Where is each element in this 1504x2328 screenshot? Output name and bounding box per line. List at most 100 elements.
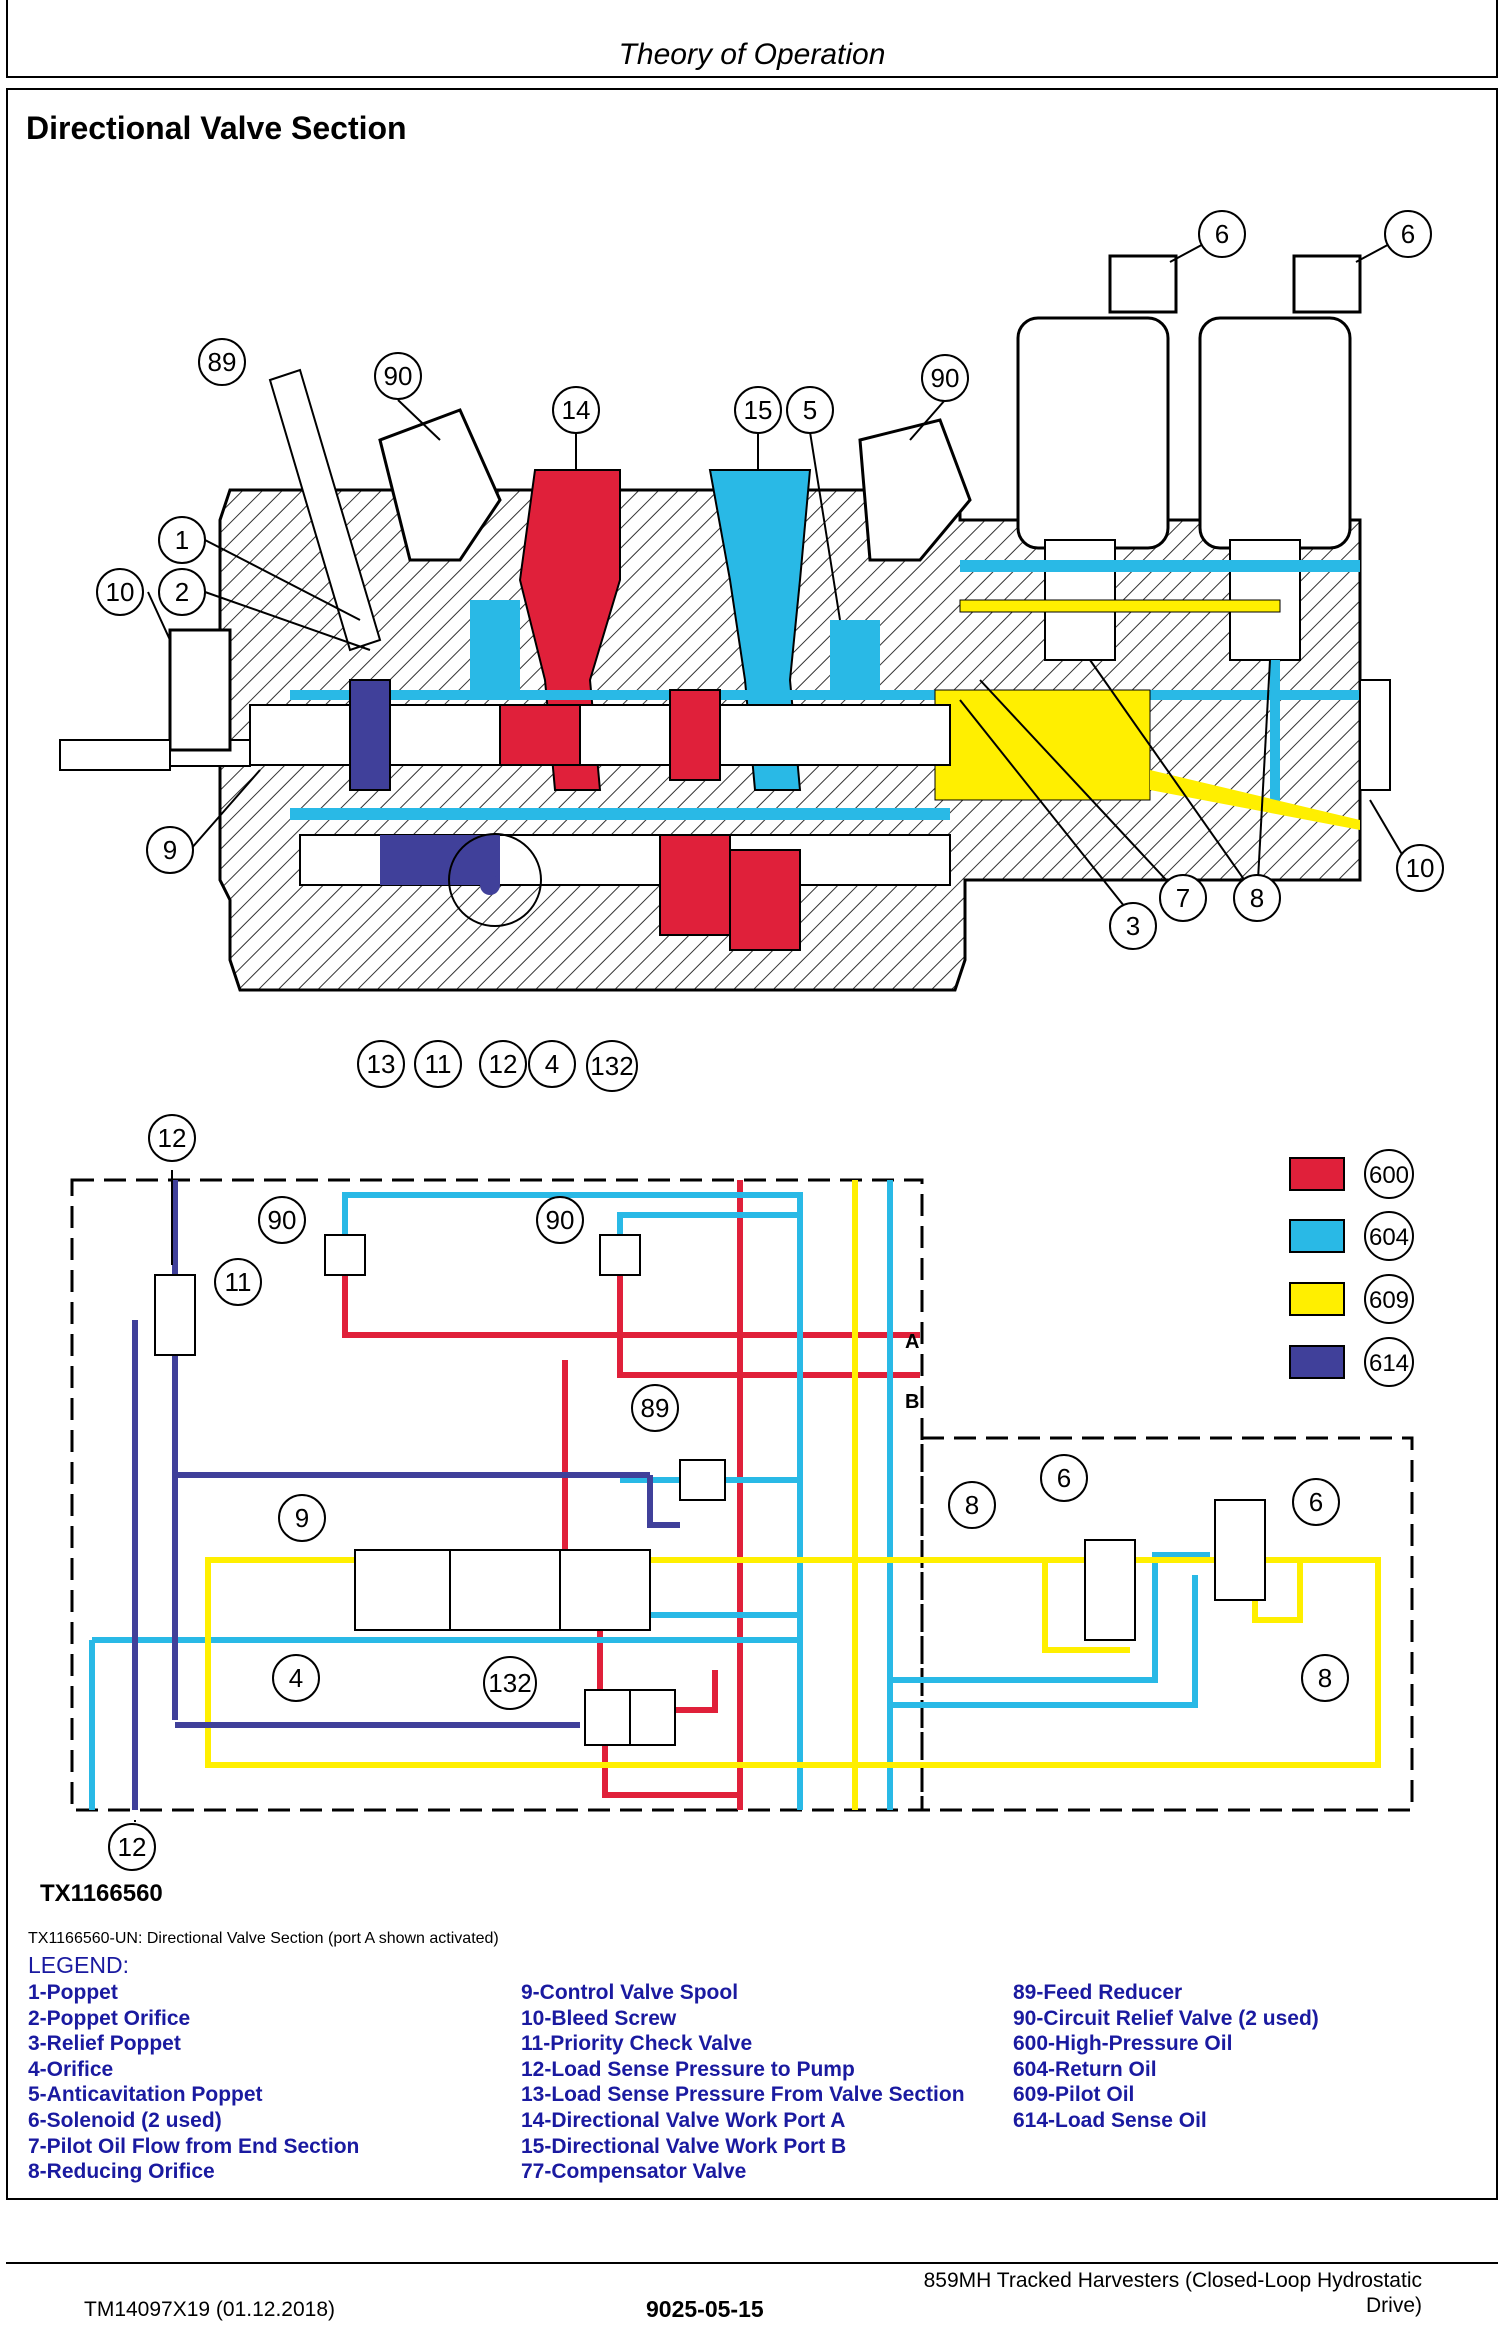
key-swatch-614 <box>1289 1345 1345 1379</box>
footer-rule <box>6 2262 1498 2264</box>
legend-item: 89-Feed Reducer <box>1013 1981 1183 2004</box>
schematic-callout-8: 8 <box>965 1490 979 1520</box>
legend-item: 1-Poppet <box>28 1981 118 2004</box>
legend-item: 77-Compensator Valve <box>521 2160 747 2184</box>
legend-item: 609-Pilot Oil <box>1013 2083 1135 2107</box>
return-gallery <box>290 808 950 820</box>
valve-cross-section <box>59 254 1391 992</box>
callout-2: 2 <box>175 577 189 607</box>
work-port-a <box>518 469 621 791</box>
schematic-callout-6: 6 <box>1057 1463 1071 1493</box>
key-code-609: 609 <box>1369 1287 1409 1314</box>
key-swatch-604 <box>1289 1219 1345 1253</box>
legend-item: 13-Load Sense Pressure From Valve Sectio… <box>521 2083 965 2107</box>
schematic-callout-11: 11 <box>225 1267 252 1297</box>
schematic-callout-90-b: 90 <box>546 1205 575 1235</box>
footer-machine: 859MH Tracked Harvesters (Closed-Loop Hy… <box>924 2268 1422 2318</box>
legend-item: 3-Relief Poppet <box>28 2032 181 2056</box>
schematic-callout-12: 12 <box>158 1123 187 1153</box>
callout-14: 14 <box>562 395 591 425</box>
schematic-callout-12-b: 12 <box>118 1832 147 1862</box>
callout-15: 15 <box>744 395 773 425</box>
relief-valve-left <box>378 408 502 562</box>
section-title: Directional Valve Section <box>26 110 407 146</box>
legend-item: 600-High-Pressure Oil <box>1013 2032 1233 2056</box>
callout-11: 11 <box>425 1049 452 1079</box>
legend-item: 8-Reducing Orifice <box>28 2160 215 2184</box>
footer-page-number: 9025-05-15 <box>646 2296 764 2322</box>
legend-item: 2-Poppet Orifice <box>28 2006 191 2030</box>
page-header: Theory of Operation <box>6 0 1498 78</box>
legend-title: LEGEND: <box>28 1952 129 1978</box>
schematic-callout-132: 132 <box>488 1668 531 1698</box>
key-swatch-609 <box>1289 1282 1345 1316</box>
legend-column-2: 9-Control Valve Spool 10-Bleed Screw 11-… <box>521 1980 965 2185</box>
footer-doc-id: TM14097X19 (01.12.2018) <box>84 2298 336 2321</box>
figure-id: TX1166560 <box>40 1880 163 1907</box>
footer-machine-line1: 859MH Tracked Harvesters (Closed-Loop Hy… <box>923 2269 1422 2292</box>
schematic-callout-89: 89 <box>641 1393 670 1423</box>
callout-10-b: 10 <box>1406 853 1435 883</box>
callout-6-b: 6 <box>1401 219 1415 249</box>
callout-90: 90 <box>384 361 413 391</box>
solenoid-body-left <box>1016 316 1170 550</box>
legend-item: 6-Solenoid (2 used) <box>28 2108 222 2132</box>
legend-item: 7-Pilot Oil Flow from End Section <box>28 2134 360 2158</box>
legend-item: 14-Directional Valve Work Port A <box>521 2108 846 2132</box>
figure-caption: TX1166560-UN: Directional Valve Section … <box>28 1930 499 1947</box>
solenoid-valve-symbol-left <box>1084 1539 1136 1641</box>
key-code-600: 600 <box>1369 1162 1409 1189</box>
legend-item: 9-Control Valve Spool <box>521 1981 739 2004</box>
solenoid-body-right <box>1198 316 1352 550</box>
key-code-604: 604 <box>1369 1224 1409 1251</box>
callout-89: 89 <box>208 347 237 377</box>
pilot-lines <box>205 1180 1381 1810</box>
callout-9: 9 <box>163 835 177 865</box>
priority-check-valve <box>154 1274 196 1356</box>
callouts: 6 6 89 90 14 15 5 90 1 2 10 9 10 7 8 3 1… <box>96 210 1444 1871</box>
relief-valve-symbol-left <box>324 1234 366 1276</box>
footer-machine-line2: Drive) <box>1366 2294 1422 2317</box>
callout-5: 5 <box>803 395 817 425</box>
key-code-614: 614 <box>1369 1350 1409 1377</box>
high-pressure-lines <box>342 1180 920 1810</box>
relief-valve-right <box>858 418 972 562</box>
legend-column-1: 1-Poppet 2-Poppet Orifice 3-Relief Poppe… <box>28 1980 359 2185</box>
callout-10: 10 <box>106 577 135 607</box>
schematic-callout-6-b: 6 <box>1309 1487 1323 1517</box>
header-title: Theory of Operation <box>618 38 886 71</box>
end-section-boundary <box>920 1436 1414 1812</box>
legend-item: 12-Load Sense Pressure to Pump <box>521 2057 855 2081</box>
legend-item: 11-Priority Check Valve <box>521 2032 753 2056</box>
legend-item: 90-Circuit Relief Valve (2 used) <box>1013 2006 1319 2030</box>
solenoid-cap-right <box>1292 254 1362 314</box>
callout-7: 7 <box>1176 883 1190 913</box>
callout-132: 132 <box>590 1051 633 1081</box>
legend-item: 614-Load Sense Oil <box>1013 2108 1207 2132</box>
callout-3: 3 <box>1126 911 1140 941</box>
schematic-callout-4: 4 <box>289 1663 303 1693</box>
schematic-callout-9: 9 <box>295 1503 309 1533</box>
legend-item: 4-Orifice <box>28 2057 114 2081</box>
legend-item: 15-Directional Valve Work Port B <box>521 2134 847 2158</box>
callout-90-b: 90 <box>931 363 960 393</box>
callout-4: 4 <box>545 1049 559 1079</box>
key-swatch-600 <box>1289 1157 1345 1191</box>
legend-item: 10-Bleed Screw <box>521 2006 677 2030</box>
schematic-callout-8-b: 8 <box>1318 1663 1332 1693</box>
legend-column-3: 89-Feed Reducer 90-Circuit Relief Valve … <box>1013 1980 1319 2134</box>
callout-13: 13 <box>367 1049 396 1079</box>
port-b-label: B <box>905 1391 919 1413</box>
callout-1: 1 <box>175 525 189 555</box>
legend-item: 604-Return Oil <box>1013 2057 1157 2081</box>
valve-section-boundary <box>70 1178 924 1812</box>
spool-symbol <box>354 1549 651 1631</box>
feed-reducer <box>268 368 382 652</box>
feed-reducer-symbol <box>679 1459 726 1501</box>
callout-8: 8 <box>1250 883 1264 913</box>
figure-frame <box>6 88 1498 2200</box>
solenoid-cap-left <box>1108 254 1178 314</box>
legend-item: 5-Anticavitation Poppet <box>28 2083 263 2107</box>
hydraulic-schematic: A B <box>70 1178 1414 1812</box>
